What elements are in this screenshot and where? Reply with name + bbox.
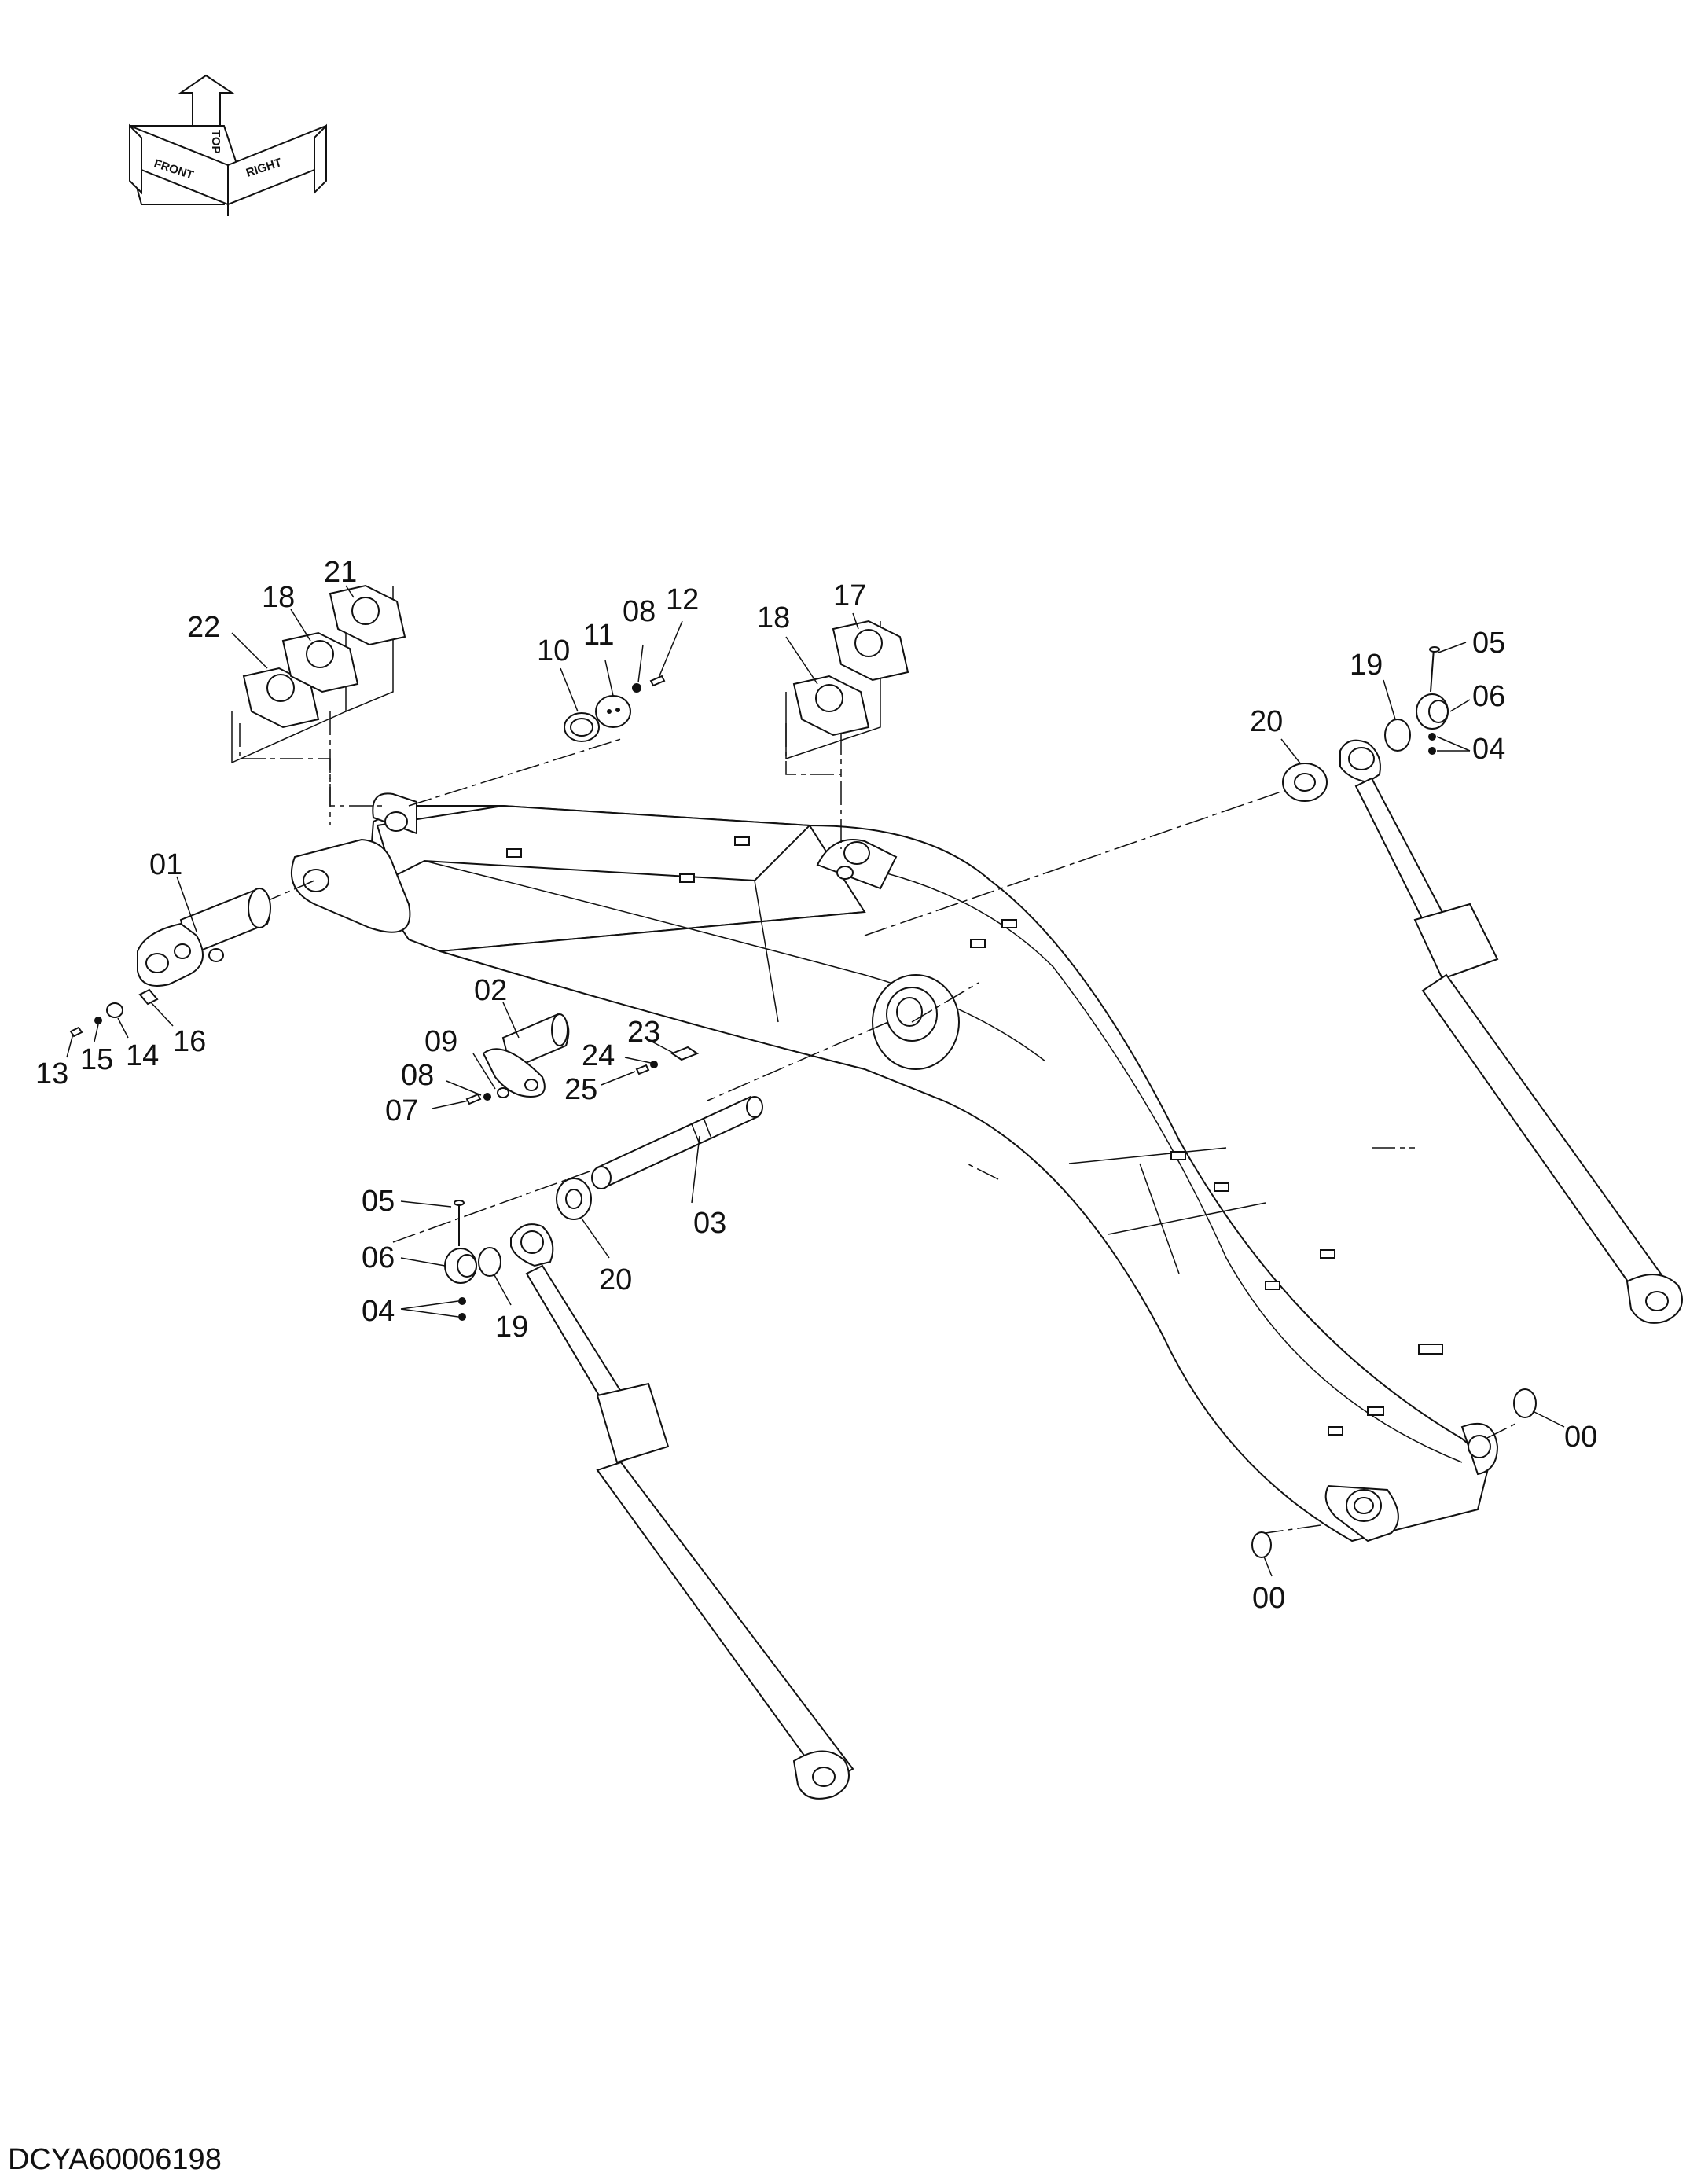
callout-07: 07: [385, 1094, 418, 1127]
bushing-left: [444, 1200, 477, 1321]
callout-19: 19: [1350, 649, 1383, 682]
leader-lines: [66, 585, 1565, 1577]
callout-20: 20: [599, 1263, 632, 1296]
bolt-12: [649, 675, 666, 687]
callout-15: 15: [80, 1043, 113, 1076]
callout-04: 04: [1472, 733, 1505, 766]
callout-14: 14: [126, 1039, 159, 1072]
pin-02-assembly: [465, 1013, 570, 1105]
callout-16: 16: [173, 1025, 206, 1058]
callout-23: 23: [627, 1016, 660, 1049]
callout-18: 18: [757, 601, 790, 634]
callout-13: 13: [35, 1057, 68, 1090]
callout-02: 02: [474, 974, 507, 1007]
callout-24: 24: [582, 1039, 615, 1072]
washer-20-right: [1282, 763, 1328, 802]
washer-24: [650, 1061, 658, 1068]
shim-21: [329, 584, 406, 646]
callout-20: 20: [1250, 705, 1283, 738]
callout-06: 06: [1472, 680, 1505, 713]
callout-01: 01: [149, 848, 182, 881]
callout-08: 08: [623, 595, 656, 628]
shim-18a: [281, 631, 359, 693]
callout-04: 04: [362, 1295, 395, 1328]
pin-01-assembly: [69, 887, 271, 1038]
washer-14: [106, 1002, 123, 1018]
callout-05: 05: [1472, 627, 1505, 660]
washer-15: [94, 1017, 102, 1024]
callout-22: 22: [187, 611, 220, 644]
ring-19-left: [478, 1247, 501, 1277]
washer-08a: [632, 683, 641, 693]
shim-22: [242, 667, 320, 729]
washer-20-left: [556, 1178, 592, 1220]
callout-08: 08: [401, 1059, 434, 1092]
callout-10: 10: [537, 634, 570, 667]
shim-17: [832, 620, 909, 682]
orientation-top-label: TOP: [209, 130, 222, 154]
callout-00: 00: [1252, 1582, 1285, 1615]
bolt-16: [208, 948, 224, 962]
washer-09: [497, 1087, 509, 1098]
callout-25: 25: [564, 1073, 597, 1106]
plate-16: [138, 988, 159, 1006]
cylinder-right: [1339, 739, 1683, 1324]
bolt-25: [635, 1064, 650, 1075]
callout-00: 00: [1564, 1421, 1597, 1454]
plate-11: [595, 695, 631, 728]
callout-18: 18: [262, 581, 295, 614]
ring-19-right: [1384, 719, 1411, 752]
washer-08b: [483, 1093, 491, 1101]
pin-03: [591, 1095, 763, 1189]
pin-retainer-top: [564, 675, 666, 742]
callout-12: 12: [666, 583, 699, 616]
shim-18b: [792, 675, 870, 737]
callout-19: 19: [495, 1311, 528, 1344]
shim-group-right: [785, 620, 909, 760]
callout-06: 06: [362, 1241, 395, 1274]
orientation-indicator: FRONT RIGHT TOP: [129, 74, 327, 216]
callout-labels: 22 18 21 10 11 08 12 18 17 19 05 06 04 2…: [35, 556, 1597, 1615]
callout-21: 21: [324, 556, 357, 589]
callout-05: 05: [362, 1185, 395, 1218]
pin-23: [670, 1046, 700, 1061]
cylinder-left: [510, 1223, 854, 1800]
o-ring-00-upper: [1513, 1388, 1537, 1418]
callout-03: 03: [693, 1207, 726, 1240]
o-ring-00-lower: [1251, 1531, 1272, 1558]
boom: [291, 792, 1499, 1542]
bushing-right: [1416, 646, 1449, 755]
pin-23-assembly: [635, 1046, 700, 1075]
callout-11: 11: [583, 619, 614, 652]
callout-17: 17: [833, 579, 866, 612]
drawing-number: DCYA60006198: [8, 2143, 222, 2176]
shim-group-left: [231, 584, 406, 764]
callout-09: 09: [424, 1025, 457, 1058]
bolt-07: [465, 1093, 482, 1105]
